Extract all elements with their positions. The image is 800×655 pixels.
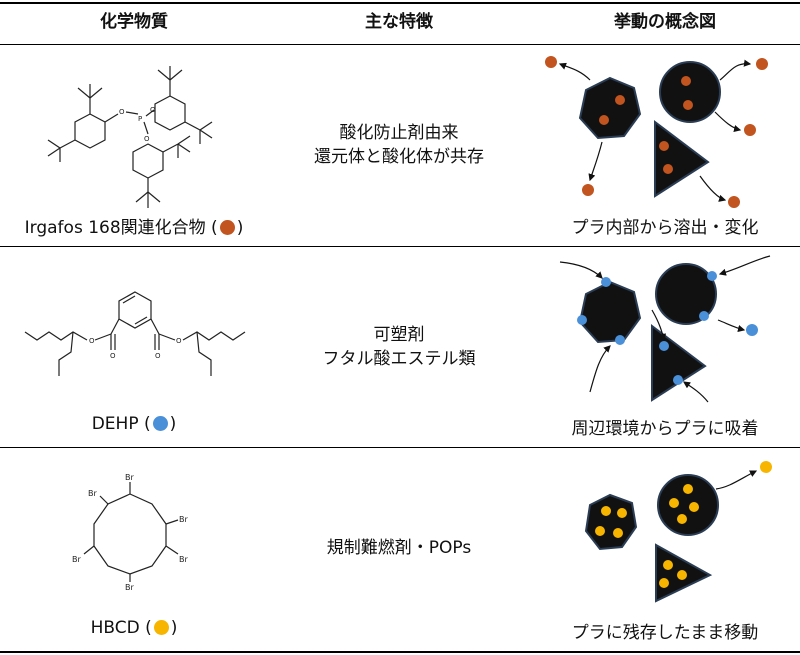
structure-hbcd: Br Br Br Br Br Br xyxy=(72,473,188,590)
atom-o: O xyxy=(150,106,156,114)
atom-o: O xyxy=(89,337,95,345)
table-top-border xyxy=(0,2,800,4)
atom-o: O xyxy=(119,108,125,116)
header-behavior: 挙動の概念図 xyxy=(614,12,716,32)
behavior-label-3: プラに残存したまま移動 xyxy=(571,623,759,643)
structure-irgafos168: O P O O xyxy=(47,66,213,208)
legend-dot-yellow xyxy=(153,620,169,635)
structure-dehp: O O O O xyxy=(24,291,246,376)
feature-row-3: 規制難燃剤・POPs xyxy=(326,538,472,558)
atom-br: Br xyxy=(179,555,188,564)
header-feature: 主な特徴 xyxy=(365,12,433,32)
legend-dot-blue xyxy=(152,416,168,431)
atom-br: Br xyxy=(72,555,81,564)
compound-label-3: HBCD () xyxy=(90,618,178,638)
atom-o: O xyxy=(110,352,116,360)
atom-o: O xyxy=(144,135,150,143)
atom-br: Br xyxy=(179,515,188,524)
atom-p: P xyxy=(138,115,142,123)
compound-label-1: Irgafos 168関連化合物 () xyxy=(24,218,244,238)
behavior-label-1: プラ内部から溶出・変化 xyxy=(571,218,759,238)
legend-dot-orange xyxy=(219,220,235,235)
atom-br: Br xyxy=(88,489,97,498)
atom-br: Br xyxy=(125,583,134,590)
atom-o: O xyxy=(176,337,182,345)
atom-br: Br xyxy=(125,473,134,482)
header-compound: 化学物質 xyxy=(100,12,168,32)
header-divider xyxy=(0,44,800,45)
feature-row-1: 酸化防止剤由来 還元体と酸化体が共存 xyxy=(314,123,484,167)
atom-o: O xyxy=(155,352,161,360)
behavior-label-2: 周辺環境からプラに吸着 xyxy=(571,419,759,439)
row-divider-1 xyxy=(0,246,800,247)
feature-row-2: 可塑剤 フタル酸エステル類 xyxy=(322,325,476,369)
behavior-diagram-1 xyxy=(545,56,768,208)
row-divider-2 xyxy=(0,447,800,448)
compound-label-2: DEHP () xyxy=(91,414,177,434)
behavior-diagram-3 xyxy=(584,461,772,603)
behavior-diagram-2 xyxy=(559,255,771,403)
table-bottom-border xyxy=(0,651,800,653)
